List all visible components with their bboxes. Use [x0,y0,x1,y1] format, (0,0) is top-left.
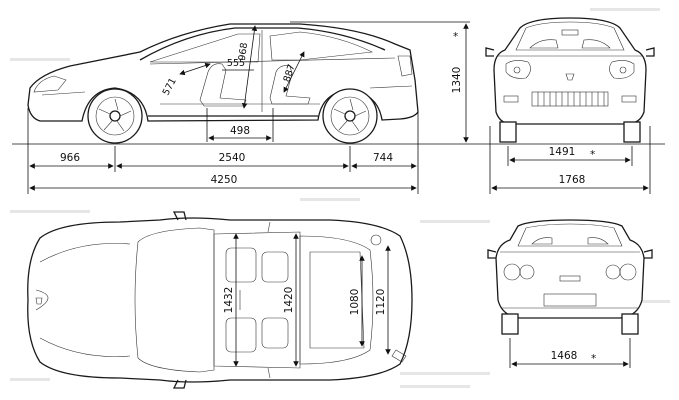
rear-right-tyre [621,313,639,335]
top-windscreen [134,227,215,373]
front-badge [565,73,575,81]
rear-plate [543,293,597,307]
dim-height-inner: 968 [237,42,250,61]
height-marker: * [453,31,458,43]
dim-trunk-width: 1080 [349,289,361,316]
front-body-outline [493,17,647,125]
top-roof [213,231,301,369]
dim-overall-height: 1340 [451,67,463,94]
top-rear-window [299,235,374,365]
top-rear-right-seat [261,317,289,349]
dim-front-track: 1491 [549,146,576,158]
side-front-wheel [87,88,143,144]
dim-seat-gap: 555 [227,58,245,69]
top-front-left-seat [225,247,257,283]
dim-rear-legroom: 498 [230,125,250,137]
side-view: 968 571 555 887 498 966 2540 744 4250 13… [12,21,665,194]
rear-left-tyre [501,313,519,335]
rear-badge [559,275,581,282]
dim-front-overhang: 966 [60,152,80,164]
side-rear-wheel [322,88,378,144]
top-body-outline [27,217,413,383]
background-print-artifacts [10,8,670,388]
front-right-tyre [623,121,641,143]
rear-window [517,223,623,247]
side-rear-window [269,31,374,61]
dim-rear-cabin-width: 1120 [375,289,387,316]
rear-body-outline [495,219,645,319]
rear-left-taillights [503,263,535,281]
front-windshield [515,21,625,51]
rear-right-taillights [605,263,637,281]
dim-overall-length: 4250 [211,174,238,186]
side-body-outline [27,23,419,122]
top-view: 1432 1420 1080 1120 [27,211,413,389]
dim-wheelbase: 2540 [219,152,246,164]
dim-overall-width: 1768 [559,174,586,186]
front-view: 1491 * 1768 [485,17,655,194]
front-grille [531,91,609,107]
rear-track-marker: * [591,353,596,365]
top-front-right-seat [225,317,257,353]
dim-rear-track: 1468 [551,350,578,362]
top-rear-left-seat [261,251,289,283]
front-left-tyre [499,121,517,143]
dim-front-cabin-width: 1432 [223,287,235,314]
dim-rear-overhang: 744 [373,152,393,164]
front-track-marker: * [590,149,595,161]
dim-shoulder-width: 1420 [283,287,295,314]
top-front-badge [35,297,43,305]
dim-rear-height: 887 [282,63,298,84]
rear-view: 1468 * [487,219,653,368]
front-right-headlight [609,60,635,79]
front-left-headlight [505,60,531,79]
